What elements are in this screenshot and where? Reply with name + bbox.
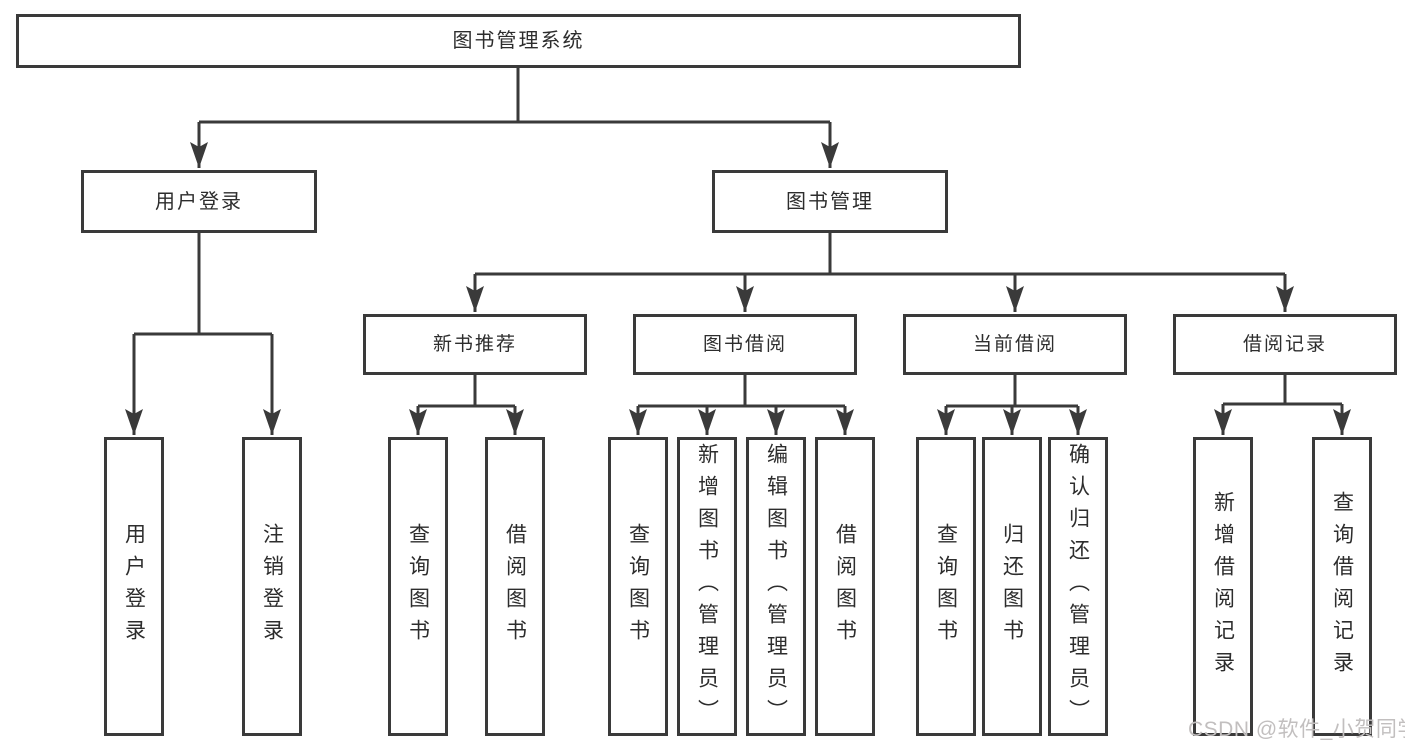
node-borrow-records: 借阅记录 [1173,314,1397,375]
csdn-watermark: CSDN @软件_小贺同学 [1188,718,1405,741]
node-leaf-edit-book-admin: 编辑图书（管理员） [746,437,806,736]
node-leaf-add-book-admin: 新增图书（管理员） [677,437,737,736]
connector-book-mgmt-branch [466,233,1294,312]
node-leaf-user-login: 用户登录 [104,437,164,736]
node-library-system: 图书管理系统 [16,14,1021,68]
node-book-borrow: 图书借阅 [633,314,857,375]
node-book-management: 图书管理 [712,170,948,233]
connector-new-book-branch [409,375,524,435]
connector-root-branch [190,68,839,168]
node-leaf-query-books-1: 查询图书 [388,437,448,736]
node-leaf-borrow-books-2: 借阅图书 [815,437,875,736]
node-leaf-borrow-books-1: 借阅图书 [485,437,545,736]
node-new-book-recommend: 新书推荐 [363,314,587,375]
node-current-borrow: 当前借阅 [903,314,1127,375]
node-user-login: 用户登录 [81,170,317,233]
connector-current-borrow-branch [937,375,1087,435]
node-leaf-query-books-2: 查询图书 [608,437,668,736]
connector-borrow-records-branch [1214,375,1351,435]
connector-book-borrow-branch [629,375,854,435]
node-leaf-query-books-3: 查询图书 [916,437,976,736]
node-leaf-return-book: 归还图书 [982,437,1042,736]
node-leaf-query-borrow-record: 查询借阅记录 [1312,437,1372,736]
node-leaf-logout: 注销登录 [242,437,302,736]
node-leaf-confirm-return-admin: 确认归还（管理员） [1048,437,1108,736]
node-leaf-add-borrow-record: 新增借阅记录 [1193,437,1253,736]
connector-user-login-branch [125,233,281,435]
